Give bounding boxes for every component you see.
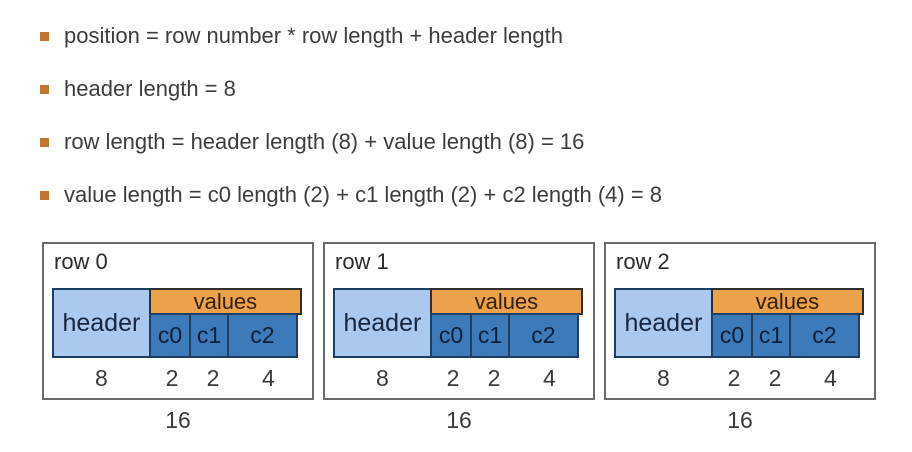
row-layout-diagram: row 0 header values c0 c1 c2 8 2 2 4: [42, 242, 912, 434]
bullet-icon: [40, 84, 49, 94]
values-group: values c0 c1 c2: [148, 288, 302, 358]
cell-c1: c1: [189, 313, 229, 358]
row-total-size: 16: [727, 407, 753, 433]
byte-sizes-row: 8 2 2 4: [52, 365, 304, 392]
values-group: values c0 c1 c2: [710, 288, 864, 358]
size-c2: 4: [261, 365, 275, 391]
size-c1: 2: [768, 365, 782, 391]
bullet-icon: [40, 190, 49, 200]
value-cells: c0 c1 c2: [148, 313, 302, 358]
size-c0: 2: [727, 365, 741, 391]
row-unit-0: row 0 header values c0 c1 c2 8 2 2 4: [42, 242, 314, 434]
row-box-title: row 1: [335, 249, 389, 274]
record-bar: header values c0 c1 c2: [614, 288, 866, 358]
bullet-text: row length = header length (8) + value l…: [64, 129, 585, 154]
size-c2: 4: [823, 365, 837, 391]
bullet-list: position = row number * row length + hea…: [0, 0, 912, 207]
record-bar: header values c0 c1 c2: [333, 288, 585, 358]
header-size: 8: [94, 365, 108, 391]
cell-c0: c0: [429, 313, 473, 358]
header-cell: header: [614, 288, 713, 358]
cell-c1: c1: [751, 313, 791, 358]
byte-sizes-row: 8 2 2 4: [614, 365, 866, 392]
values-strip: values: [148, 288, 302, 315]
cell-c2: c2: [507, 313, 579, 358]
bullet-item: row length = header length (8) + value l…: [40, 130, 912, 154]
row-total-size: 16: [165, 407, 191, 433]
bullet-item: header length = 8: [40, 77, 912, 101]
values-strip: values: [429, 288, 583, 315]
bullet-item: value length = c0 length (2) + c1 length…: [40, 183, 912, 207]
values-group: values c0 c1 c2: [429, 288, 583, 358]
cell-c2: c2: [226, 313, 298, 358]
bullet-icon: [40, 31, 49, 41]
row-unit-1: row 1 header values c0 c1 c2 8 2 2 4: [323, 242, 595, 434]
header-cell: header: [52, 288, 151, 358]
cell-sizes: 2 2 4: [713, 365, 866, 392]
cell-c0: c0: [710, 313, 754, 358]
record-bar: header values c0 c1 c2: [52, 288, 304, 358]
row-box: row 2 header values c0 c1 c2 8 2 2 4: [604, 242, 876, 400]
bullet-text: position = row number * row length + hea…: [64, 23, 563, 48]
size-c2: 4: [542, 365, 556, 391]
size-c1: 2: [206, 365, 220, 391]
cell-c0: c0: [148, 313, 192, 358]
row-unit-2: row 2 header values c0 c1 c2 8 2 2 4: [604, 242, 876, 434]
bullet-icon: [40, 137, 49, 147]
value-cells: c0 c1 c2: [710, 313, 864, 358]
row-box: row 1 header values c0 c1 c2 8 2 2 4: [323, 242, 595, 400]
cell-c1: c1: [470, 313, 510, 358]
cell-c2: c2: [788, 313, 860, 358]
byte-sizes-row: 8 2 2 4: [333, 365, 585, 392]
size-c0: 2: [446, 365, 460, 391]
bullet-text: header length = 8: [64, 76, 236, 101]
row-box-title: row 0: [54, 249, 108, 274]
bullet-text: value length = c0 length (2) + c1 length…: [64, 182, 663, 207]
header-size: 8: [375, 365, 389, 391]
bullet-item: position = row number * row length + hea…: [40, 24, 912, 48]
row-total-size: 16: [446, 407, 472, 433]
header-cell: header: [333, 288, 432, 358]
values-strip: values: [710, 288, 864, 315]
size-c0: 2: [165, 365, 179, 391]
value-cells: c0 c1 c2: [429, 313, 583, 358]
row-box-title: row 2: [616, 249, 670, 274]
cell-sizes: 2 2 4: [432, 365, 585, 392]
size-c1: 2: [487, 365, 501, 391]
cell-sizes: 2 2 4: [151, 365, 304, 392]
header-size: 8: [656, 365, 670, 391]
row-box: row 0 header values c0 c1 c2 8 2 2 4: [42, 242, 314, 400]
